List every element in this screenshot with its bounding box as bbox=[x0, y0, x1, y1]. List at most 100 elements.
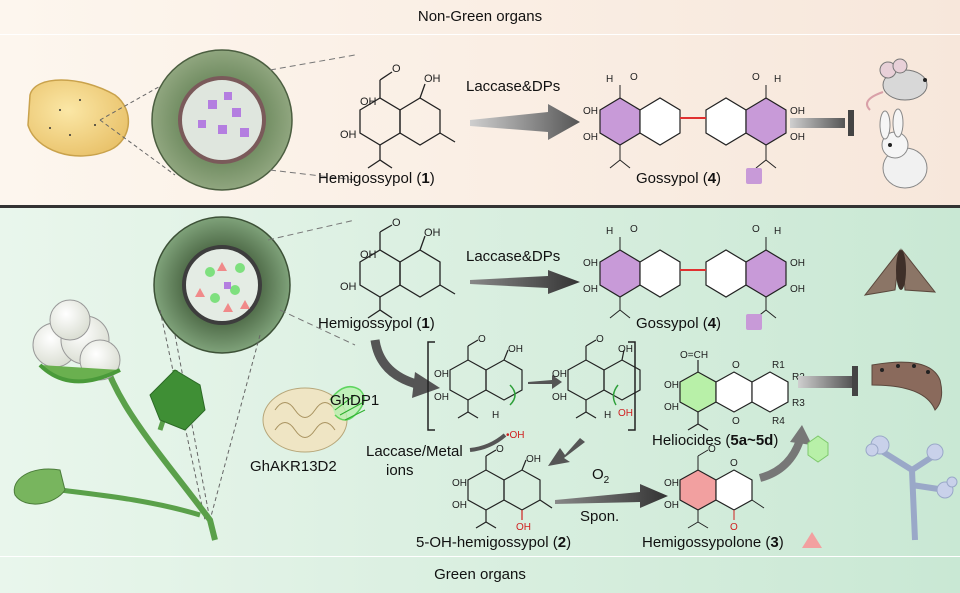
svg-text:OH: OH bbox=[452, 478, 467, 489]
hemigossypol-label-bottom: Hemigossypol (1) bbox=[318, 315, 435, 332]
hemigossypol-structure-top bbox=[359, 71, 456, 169]
hemigossypol-structure-bottom bbox=[359, 224, 456, 319]
reaction-arrow-2-to-3 bbox=[555, 484, 668, 508]
svg-text:H: H bbox=[606, 74, 613, 85]
svg-text:O: O bbox=[732, 360, 740, 371]
gland-tissue-bottom bbox=[153, 216, 291, 354]
hemigossypolone-structure: OH OH O O O bbox=[664, 444, 765, 533]
svg-text:•OH: •OH bbox=[506, 430, 525, 441]
svg-text:OH: OH bbox=[583, 106, 598, 117]
svg-text:OH: OH bbox=[424, 73, 441, 85]
reagent-label-bottom: Laccase&DPs bbox=[466, 248, 561, 265]
radical-intermediate-2 bbox=[567, 339, 641, 419]
footer-line bbox=[0, 556, 960, 557]
inhibition-arrow-top bbox=[790, 118, 845, 128]
svg-text:OH: OH bbox=[583, 258, 598, 269]
svg-text:O: O bbox=[596, 334, 604, 345]
hemigossypol-label-top: Hemigossypol (1) bbox=[318, 170, 435, 187]
reaction-arrow-top bbox=[470, 104, 580, 140]
svg-text:O: O bbox=[730, 522, 738, 533]
cotton-plant-illustration bbox=[13, 299, 218, 541]
svg-text:O: O bbox=[392, 63, 401, 75]
gland-tissue-top bbox=[151, 49, 293, 191]
reagent-label-top: Laccase&DPs bbox=[466, 78, 561, 95]
svg-text:OH: OH bbox=[424, 227, 441, 239]
svg-text:R3: R3 bbox=[792, 398, 805, 409]
svg-text:OH: OH bbox=[434, 369, 449, 380]
svg-text:OH: OH bbox=[583, 132, 598, 143]
svg-text:OH: OH bbox=[360, 249, 377, 261]
svg-text:H: H bbox=[774, 226, 781, 237]
svg-text:OH: OH bbox=[664, 478, 679, 489]
heliocides-label: Heliocides (5a~5d) bbox=[652, 432, 779, 449]
reaction-arrow-bottom bbox=[470, 270, 580, 294]
svg-text:OH: OH bbox=[618, 344, 633, 355]
fungus-illustration bbox=[865, 435, 958, 541]
svg-text:O: O bbox=[752, 224, 760, 235]
svg-text:OH: OH bbox=[526, 454, 541, 465]
svg-text:O: O bbox=[730, 458, 738, 469]
svg-text:OH: OH bbox=[340, 281, 357, 293]
svg-text:OH: OH bbox=[790, 132, 805, 143]
svg-text:OH: OH bbox=[516, 522, 531, 533]
protein-label-ghdp1: GhDP1 bbox=[330, 392, 380, 409]
gossypol-square-top bbox=[746, 168, 762, 184]
5-oh-hemigossypol-structure bbox=[467, 449, 553, 529]
non-green-header: Non-Green organs bbox=[417, 8, 543, 25]
svg-text:R1: R1 bbox=[772, 360, 785, 371]
protein-label-ghakr13d2: GhAKR13D2 bbox=[250, 458, 337, 475]
hemigossypolone-triangle bbox=[802, 532, 822, 548]
inhibition-arrow-bottom bbox=[798, 376, 852, 388]
svg-text:O: O bbox=[708, 444, 716, 455]
svg-text:H: H bbox=[774, 74, 781, 85]
gossypol-label-top: Gossypol (4) bbox=[636, 170, 722, 187]
green-footer: Green organs bbox=[434, 566, 526, 583]
5-oh-hemigossypol-label: 5-OH-hemigossypol (2) bbox=[416, 534, 572, 551]
rabbit-illustration bbox=[879, 108, 928, 189]
svg-text:O: O bbox=[478, 334, 486, 345]
oxidant-label: O2 bbox=[592, 466, 610, 486]
catalyst-label: Laccase/Metal bbox=[366, 443, 463, 460]
svg-text:O: O bbox=[496, 444, 504, 455]
svg-text:H: H bbox=[604, 410, 611, 421]
radical-intermediate-1 bbox=[449, 339, 523, 419]
svg-text:O=CH: O=CH bbox=[680, 350, 708, 361]
svg-text:O: O bbox=[732, 416, 740, 427]
svg-text:OH: OH bbox=[790, 258, 805, 269]
svg-text:OH: OH bbox=[552, 392, 567, 403]
catalyst-label-2: ions bbox=[386, 462, 414, 479]
svg-text:OH: OH bbox=[790, 106, 805, 117]
gossypol-square-bottom bbox=[746, 314, 762, 330]
svg-text:OH: OH bbox=[664, 500, 679, 511]
spon-label: Spon. bbox=[580, 508, 620, 525]
gossypol-label-bottom: Gossypol (4) bbox=[636, 315, 722, 332]
mouse-illustration bbox=[866, 58, 928, 111]
svg-text:OH: OH bbox=[790, 284, 805, 295]
heliocide-hexagon bbox=[807, 435, 829, 463]
protein-structure-illustration bbox=[262, 385, 366, 453]
svg-text:H: H bbox=[606, 226, 613, 237]
cotton-seed-illustration bbox=[27, 79, 130, 157]
section-divider bbox=[0, 205, 960, 208]
svg-text:R4: R4 bbox=[772, 416, 785, 427]
svg-text:OH: OH bbox=[360, 96, 377, 108]
svg-text:OH: OH bbox=[664, 402, 679, 413]
svg-text:OH: OH bbox=[664, 380, 679, 391]
caterpillar-illustration bbox=[871, 361, 943, 411]
hemigossypolone-label: Hemigossypolone (3) bbox=[642, 534, 784, 551]
svg-text:OH: OH bbox=[434, 392, 449, 403]
svg-text:OH: OH bbox=[552, 369, 567, 380]
svg-text:OH: OH bbox=[618, 408, 633, 419]
svg-text:OH: OH bbox=[583, 284, 598, 295]
svg-text:OH: OH bbox=[452, 500, 467, 511]
moth-illustration bbox=[863, 248, 937, 296]
header-line bbox=[0, 34, 960, 35]
curved-arrow-to-intermediate bbox=[370, 339, 422, 390]
svg-text:O: O bbox=[752, 72, 760, 83]
svg-text:O: O bbox=[392, 217, 401, 229]
svg-text:O: O bbox=[630, 224, 638, 235]
svg-text:H: H bbox=[492, 410, 499, 421]
heliocides-structure bbox=[679, 360, 789, 431]
